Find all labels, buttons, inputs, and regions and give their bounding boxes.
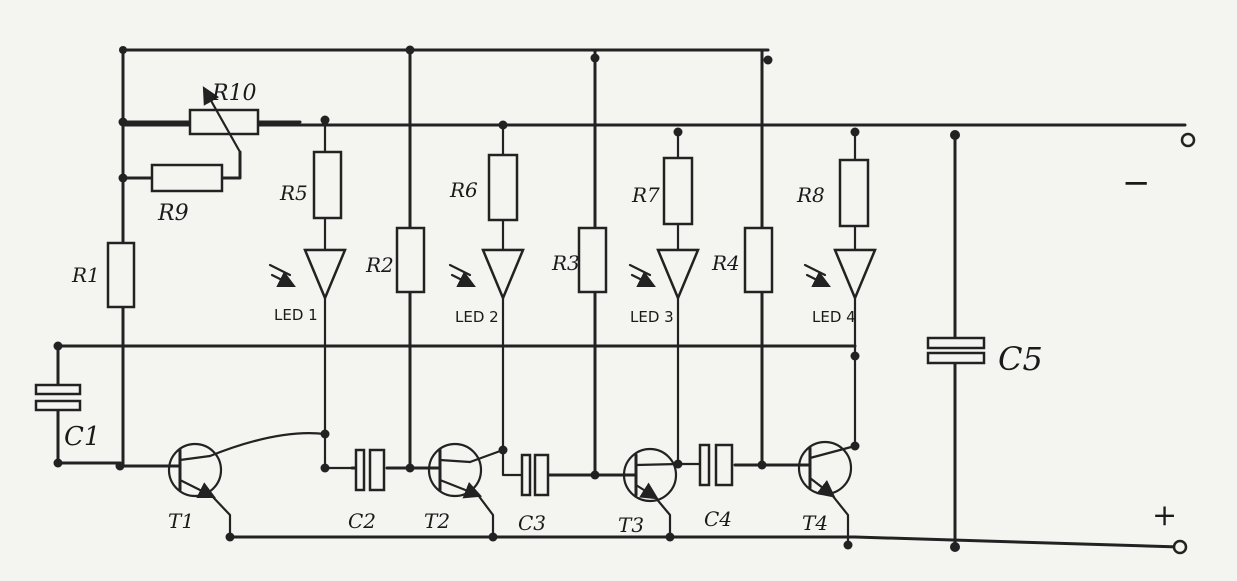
label-t3: T3 [618,513,644,537]
label-led3: LED 3 [630,308,674,326]
resistor-r5 [312,150,343,220]
label-c3: C3 [518,511,546,535]
labels: R10 R9 R1 R5 R2 R6 R3 R7 R4 R8 LED 1 LED… [64,81,1177,537]
label-terminal-plus: + [1152,498,1177,533]
label-r6: R6 [449,178,478,202]
label-r7: R7 [631,183,660,207]
label-c5: C5 [998,340,1043,378]
junction-dots [53,45,960,552]
resistor-r9 [150,163,224,193]
transistor-t3 [622,447,680,503]
label-r5: R5 [279,181,308,205]
capacitor-c2 [350,448,386,492]
label-r9: R9 [157,201,189,226]
resistor-r6 [487,153,519,222]
label-r1: R1 [71,263,100,287]
resistor-r1 [106,241,136,309]
label-t1: T1 [168,509,194,533]
resistor-r3 [577,226,608,294]
resistor-r10 [188,108,260,136]
led-1 [268,248,347,302]
label-r2: R2 [365,253,394,277]
label-r4: R4 [711,251,740,275]
label-r8: R8 [796,183,825,207]
label-t2: T2 [424,509,450,533]
label-c1: C1 [64,422,100,452]
led-3 [628,248,700,302]
capacitor-c5 [926,336,986,365]
capacitor-c4 [698,443,734,487]
label-t4: T4 [802,511,828,535]
led-2 [448,248,525,302]
label-c4: C4 [704,507,732,531]
label-c2: C2 [348,509,376,533]
resistor-r4 [743,226,774,294]
capacitor-c3 [520,453,550,497]
variable-arrow-icon [202,86,242,154]
label-led1: LED 1 [274,306,318,324]
led-4 [803,248,877,302]
terminal-plus [1172,539,1188,555]
transistor-t1 [167,442,223,498]
wires [56,48,1187,549]
terminal-minus [1180,132,1196,148]
transistor-t2 [427,442,483,499]
resistor-r2 [395,226,426,294]
label-led4: LED 4 [812,308,856,326]
resistor-r7 [662,156,694,226]
label-r3: R3 [551,251,580,275]
label-led2: LED 2 [455,308,499,326]
transistor-t4 [797,440,857,498]
resistor-r8 [838,158,870,228]
capacitor-c1 [34,383,82,412]
label-terminal-minus: − [1122,163,1151,203]
label-r10: R10 [211,81,257,106]
